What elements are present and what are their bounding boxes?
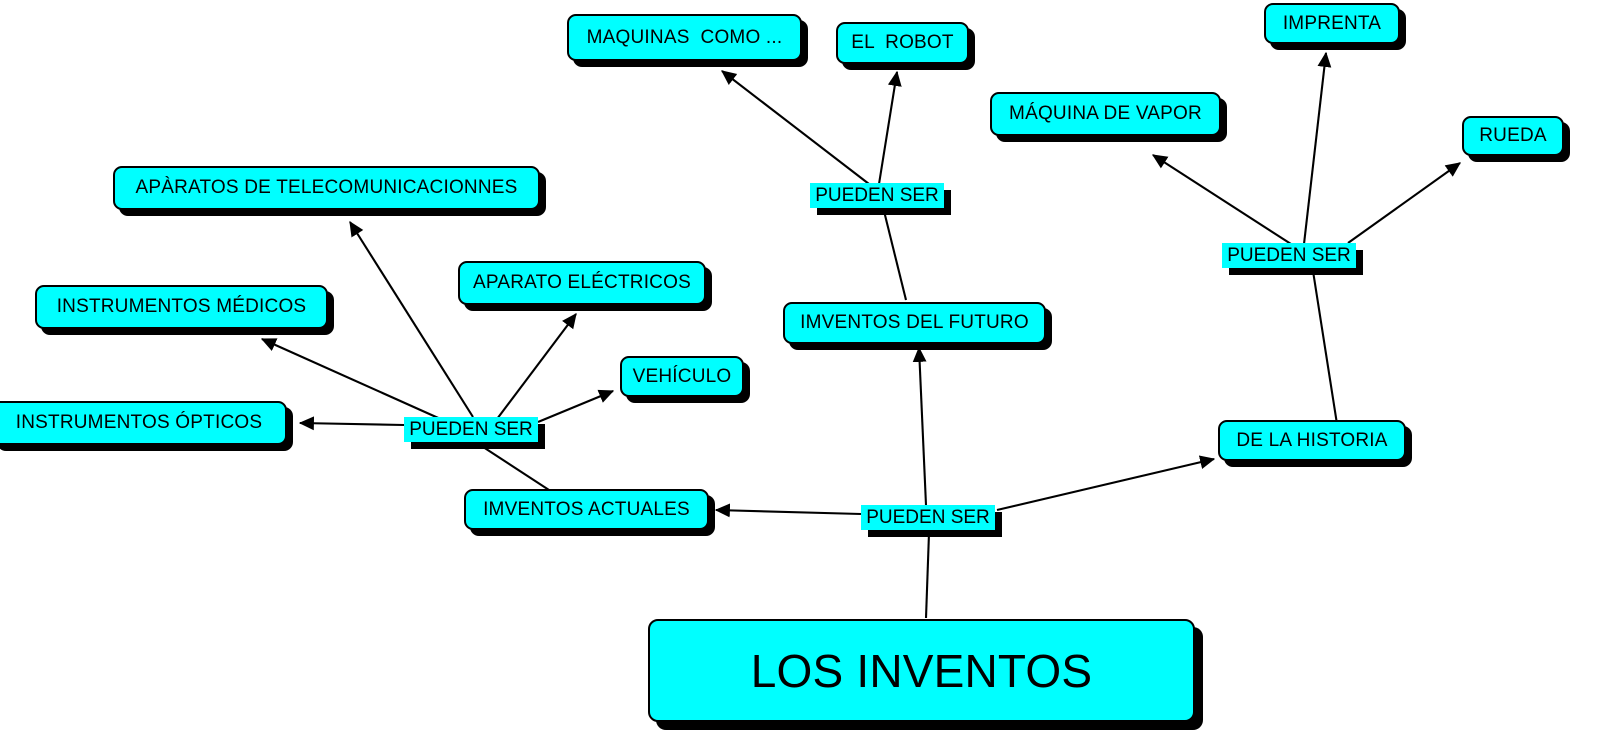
link-label-pueden-ser-actuales[interactable]: PUEDEN SER bbox=[404, 417, 538, 442]
edge-puedenser-to-maquinas-como bbox=[721, 70, 870, 185]
node-maquinas-como[interactable]: MAQUINAS COMO ... bbox=[567, 14, 802, 61]
node-imventos-actuales[interactable]: IMVENTOS ACTUALES bbox=[464, 489, 709, 530]
edge-puedenser-to-el-robot bbox=[877, 70, 902, 185]
node-instrumentos-opticos[interactable]: INSTRUMENTOS ÓPTICOS bbox=[0, 401, 287, 445]
edge-puedenser-to-instrumentos-opticos bbox=[298, 416, 405, 431]
edge-puedenser-to-imventos-futuro bbox=[912, 346, 928, 506]
edge-puedenser-to-vehiculo bbox=[537, 389, 615, 423]
node-rueda[interactable]: RUEDA bbox=[1462, 116, 1564, 156]
node-imventos-del-futuro[interactable]: IMVENTOS DEL FUTURO bbox=[783, 302, 1046, 344]
edge-imventos-actuales-to-puedenser bbox=[476, 442, 550, 491]
edge-puedenser-to-instrumentos-medicos bbox=[260, 338, 446, 422]
node-instrumentos-medicos[interactable]: INSTRUMENTOS MÉDICOS bbox=[35, 285, 328, 329]
node-de-la-historia[interactable]: DE LA HISTORIA bbox=[1218, 420, 1406, 461]
node-el-robot[interactable]: EL ROBOT bbox=[836, 22, 969, 64]
edge-puedenser-to-imventos-actuales bbox=[714, 503, 862, 518]
link-label-pueden-ser-root[interactable]: PUEDEN SER bbox=[861, 505, 995, 530]
node-root-los-inventos[interactable]: LOS INVENTOS bbox=[648, 619, 1195, 722]
edge-puedenser-to-imprenta bbox=[1302, 51, 1332, 245]
edge-puedenser-to-rueda bbox=[1347, 162, 1461, 244]
edge-puedenser-to-maquina-de-vapor bbox=[1151, 154, 1292, 245]
edge-root-to-puedenser bbox=[924, 532, 931, 619]
edge-puedenser-to-de-la-historia bbox=[996, 455, 1216, 512]
edge-puedenser-to-aparato-electricos bbox=[496, 313, 577, 420]
node-aparato-electricos[interactable]: APARATO ELÉCTRICOS bbox=[458, 261, 706, 305]
node-maquina-de-vapor[interactable]: MÁQUINA DE VAPOR bbox=[990, 92, 1221, 136]
edge-de-la-historia-to-puedenser bbox=[1311, 270, 1339, 425]
link-label-pueden-ser-futuro[interactable]: PUEDEN SER bbox=[810, 183, 944, 208]
node-vehiculo[interactable]: VEHÍCULO bbox=[620, 356, 744, 397]
node-imprenta[interactable]: IMPRENTA bbox=[1264, 3, 1400, 44]
edge-puedenser-to-aparatos-telecom bbox=[349, 220, 474, 418]
node-aparatos-telecomunicaciones[interactable]: APÀRATOS DE TELECOMUNICACIONNES bbox=[113, 166, 540, 210]
edge-imventos-futuro-to-puedenser bbox=[881, 206, 908, 301]
link-label-pueden-ser-historia[interactable]: PUEDEN SER bbox=[1222, 243, 1356, 268]
